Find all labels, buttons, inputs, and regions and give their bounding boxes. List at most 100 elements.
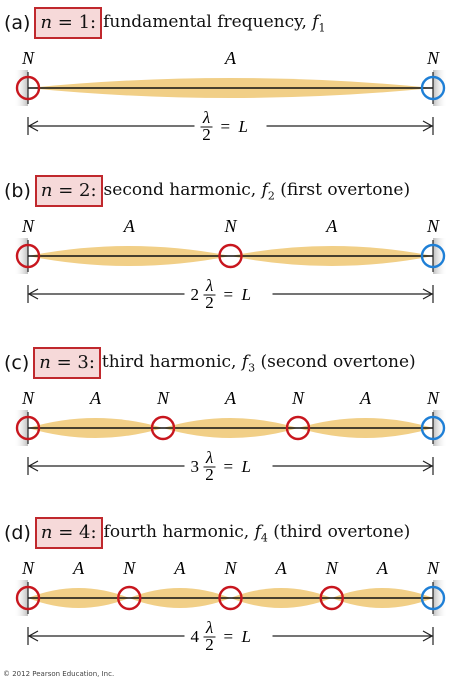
right-fixed-end [433,410,447,446]
node-circle [15,415,41,441]
harmonic-panel-4: (d) n = 4: fourth harmonic, f4 (third ov… [0,510,460,680]
equation-lambda: λ [202,108,210,127]
node-label: N [291,388,305,408]
panel-letter: (c) [4,352,30,374]
n-variable: n [39,352,51,373]
n-value: = 4: [52,522,97,543]
left-fixed-end [14,410,28,446]
node-label: N [426,48,440,68]
arrow-left-icon [27,288,39,300]
right-node-circle [420,585,446,611]
node-label: N [325,558,339,578]
equation-equals: = [224,627,234,646]
right-fixed-end [433,70,447,106]
arrow-left-icon [27,460,39,472]
left-fixed-end [14,238,28,274]
frequency-symbol: f [312,11,319,32]
left-fixed-end [14,70,28,106]
description-text: fourth harmonic, [103,521,255,542]
antinode-label: A [72,558,85,578]
frequency-subscript: 1 [318,21,326,35]
equation-lambda: λ [205,448,213,467]
harmonic-number-box: n = 3: [33,347,101,379]
copyright-credit: © 2012 Pearson Education, Inc. [3,670,115,678]
overtone-text: (first overtone) [274,179,411,200]
description-text: fundamental frequency, [103,11,313,32]
overtone-text: (second overtone) [255,351,416,372]
panel-letter: (a) [4,12,31,34]
node-circle [319,585,344,611]
node-label: N [21,216,35,236]
right-node-circle [420,415,446,441]
n-variable: n [40,12,53,33]
node-label: N [426,216,440,236]
antinode-label: A [275,558,288,578]
antinode-label: A [359,388,372,408]
equation-length: L [241,457,251,476]
n-value: = 2: [52,180,97,201]
equation-coefficient: 4 [191,627,200,646]
right-fixed-end [433,580,447,616]
harmonic-description: second harmonic, f2 (first overtone) [104,180,411,202]
equation-denominator: 2 [202,125,211,144]
n-variable: n [40,180,53,201]
antinode-label: A [325,216,338,236]
arrow-right-icon [422,460,434,472]
panel-letter: (b) [4,180,31,202]
equation-length: L [241,285,251,304]
harmonic-panel-3: (c) n = 3: third harmonic, f3 (second ov… [0,340,460,510]
equation-equals: = [224,285,234,304]
node-label: N [223,216,237,236]
node-circle [117,585,142,611]
equation-equals: = [224,457,234,476]
node-circle [218,585,243,611]
equation-equals: = [221,117,231,136]
antinode-label: A [89,388,102,408]
equation-length: L [241,627,251,646]
harmonic-description: third harmonic, f3 (second overtone) [102,352,416,374]
node-circle [15,585,41,611]
panel-header: (d) n = 4: fourth harmonic, f4 (third ov… [4,516,410,550]
node-label: N [223,558,237,578]
equation-denominator: 2 [205,465,214,484]
node-circle [15,243,41,269]
node-circle [15,75,41,101]
n-variable: n [40,522,53,543]
node-label: N [21,48,35,68]
harmonic-description: fourth harmonic, f4 (third overtone) [104,522,411,544]
node-label: N [21,388,35,408]
antinode-label: A [224,388,237,408]
node-label: N [426,388,440,408]
right-node-circle [420,75,446,101]
node-label: N [426,558,440,578]
right-fixed-end [433,238,447,274]
antinode-label: A [173,558,186,578]
harmonic-number-box: n = 2: [34,175,103,207]
equation-coefficient: 3 [191,457,200,476]
node-circle [218,243,243,269]
description-text: second harmonic, [103,179,262,200]
panel-header: (c) n = 3: third harmonic, f3 (second ov… [4,346,416,380]
frequency-symbol: f [254,521,261,542]
frequency-symbol: f [261,179,268,200]
arrow-right-icon [422,120,434,132]
harmonic-panel-2: (b) n = 2: second harmonic, f2 (first ov… [0,168,460,338]
equation-denominator: 2 [205,635,214,654]
frequency-subscript: 3 [248,361,256,375]
frequency-subscript: 4 [260,531,268,545]
antinode-label: A [123,216,136,236]
frequency-subscript: 2 [267,189,275,203]
equation-lambda: λ [205,618,213,637]
node-circle [285,415,311,441]
harmonic-number-box: n = 1: [34,7,103,39]
antinode-label: A [376,558,389,578]
description-text: third harmonic, [101,351,242,372]
panel-header: (b) n = 2: second harmonic, f2 (first ov… [4,174,410,208]
left-fixed-end [14,580,28,616]
n-value: = 1: [52,12,97,33]
equation-denominator: 2 [205,293,214,312]
